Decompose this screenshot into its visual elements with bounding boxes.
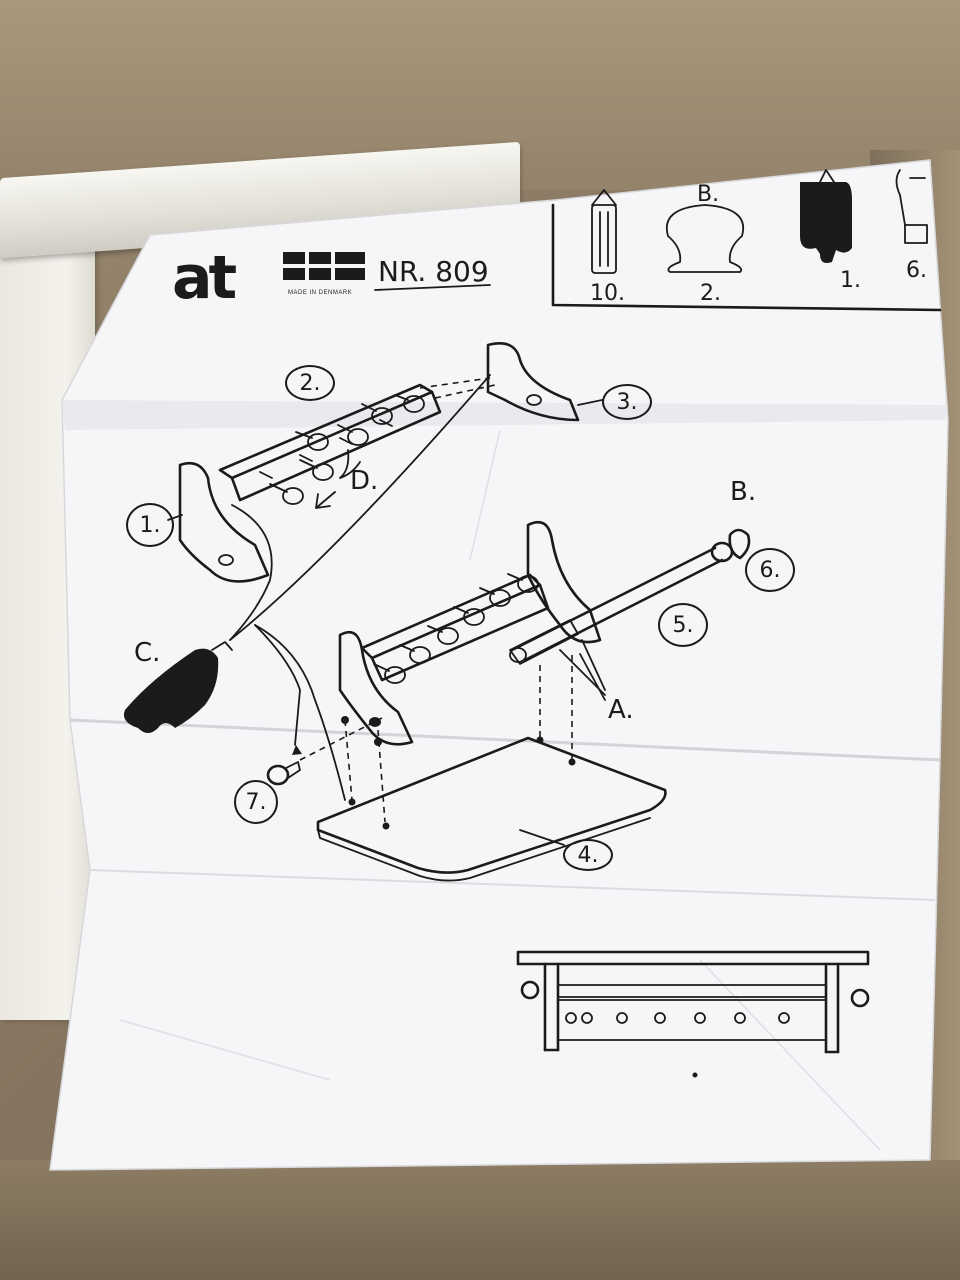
paper-fold-2: [89, 869, 936, 901]
parts-key-box: [551, 203, 942, 312]
key-label-b: B.: [697, 182, 720, 207]
key-hook-icon: [800, 182, 852, 263]
key-label-6: 6.: [906, 258, 927, 283]
key-label-1: 1.: [840, 268, 861, 293]
callout-4: 4.: [563, 839, 613, 871]
side-panel-3: [486, 342, 580, 422]
pointer-arrow: [315, 491, 336, 509]
callout-7: 7.: [234, 780, 278, 824]
side-panel-1: [178, 461, 270, 583]
logo-squares: [283, 252, 365, 280]
callout-6: 6.: [745, 548, 795, 592]
exploded-rail-upper: [218, 377, 496, 505]
cardboard-bottom: [0, 1160, 960, 1280]
assembled-pegs: [373, 573, 539, 684]
hook-c: [123, 648, 219, 733]
paper-shade: [62, 400, 948, 430]
label-d: D.: [350, 466, 379, 496]
paper-crease: [119, 429, 881, 1151]
key-label-2: 2.: [700, 281, 721, 306]
dowel-guides: [299, 655, 576, 830]
screw-7: [266, 745, 302, 786]
model-number: NR. 809: [378, 255, 489, 288]
final-shelf-view: [516, 950, 870, 1078]
exploded-pegs: [269, 394, 425, 505]
assembled-rail: [338, 520, 751, 746]
callout-3: 3.: [602, 384, 652, 420]
callout-2: 2.: [285, 365, 335, 401]
paper-fold-1: [69, 718, 941, 762]
label-c: C.: [134, 638, 161, 668]
key-dowel-icon: [591, 189, 617, 274]
key-label-10: 10.: [590, 281, 625, 306]
key-knob-icon: [665, 204, 745, 273]
shelf-board-4: [316, 736, 667, 874]
callout-5: 5.: [658, 603, 708, 647]
brand-tagline: MADE IN DENMARK: [288, 290, 353, 296]
label-a: A.: [608, 695, 634, 725]
brand-logo: at: [172, 243, 237, 313]
key-endcap-icon: [895, 169, 928, 244]
label-b: B.: [730, 477, 757, 507]
callout-1: 1.: [126, 503, 174, 547]
